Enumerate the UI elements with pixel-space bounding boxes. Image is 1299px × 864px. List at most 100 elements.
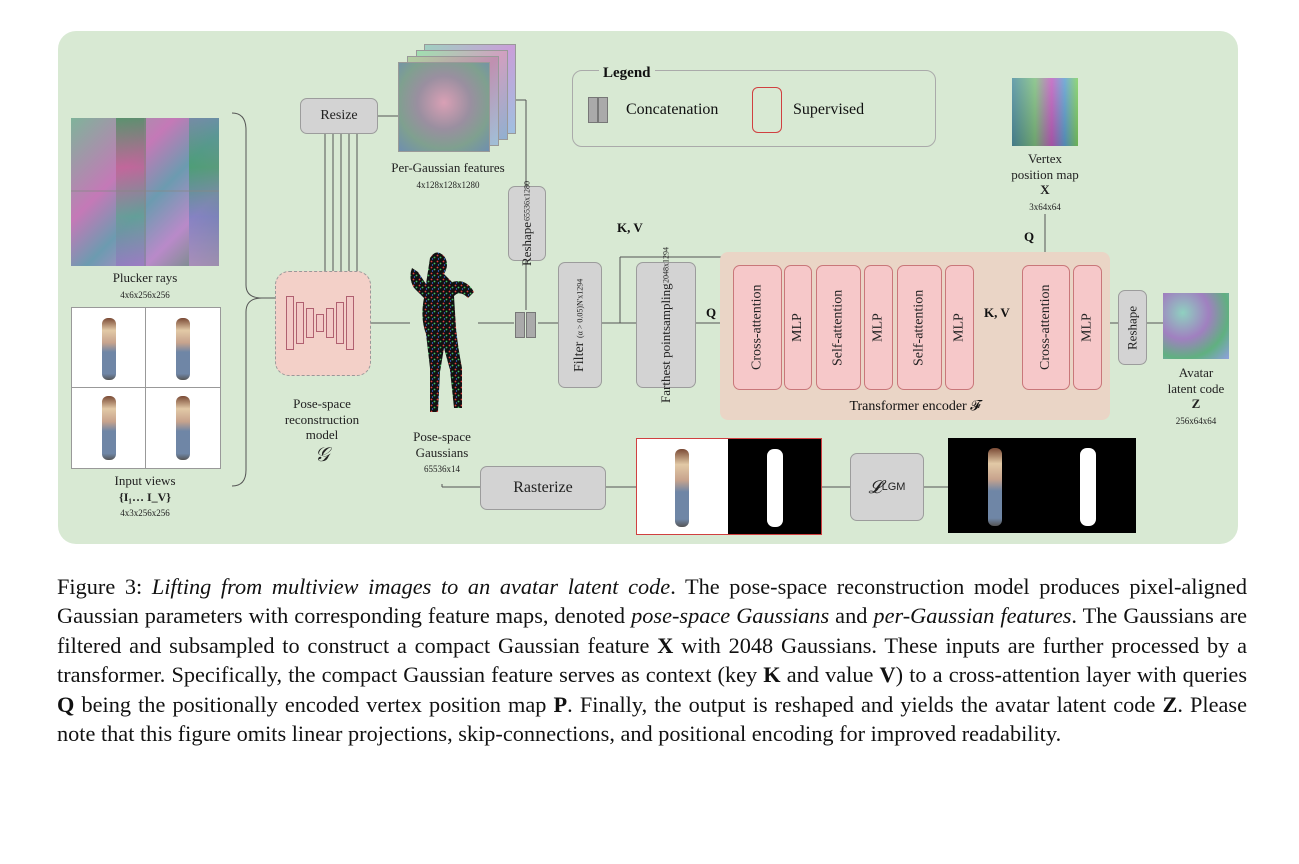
block-4-label: MLP	[870, 313, 886, 342]
recon-model-box	[275, 271, 371, 376]
block-3-label: Self-attention	[830, 289, 846, 366]
caption-t1: . The pose-space reconstruction model pr…	[57, 574, 1248, 629]
caption-fig: Figure 3:	[57, 574, 143, 599]
mlp-1: MLP	[784, 265, 812, 390]
resize-label: Resize	[320, 108, 358, 123]
caption-t9: . Please note that this figure omits lin…	[57, 691, 1247, 747]
caption-em2: per-Gaussian features	[873, 603, 1072, 629]
concat-symbol	[515, 312, 525, 338]
filter-cond: (α > 0.05)	[575, 305, 585, 338]
gt-rgb	[988, 448, 1002, 526]
avatar-latent-image	[1163, 293, 1229, 359]
recon-model-l2: reconstruction	[284, 411, 360, 427]
reshape-1-label: Reshape	[519, 221, 534, 266]
plucker-rays-dims: 4x6x256x256	[120, 289, 170, 300]
rendered-rgb	[675, 449, 689, 527]
input-views-title: Input views	[114, 473, 176, 488]
gt-mask	[1080, 448, 1096, 526]
plucker-rays-label: Plucker rays 4x6x256x256	[71, 270, 219, 301]
legend-concat-label: Concatenation	[626, 101, 719, 118]
ground-truth-image	[948, 438, 1136, 533]
per-gaussian-features-image	[398, 62, 490, 152]
caption-b6: Z	[1162, 691, 1178, 717]
loss-symbol: 𝓛	[868, 476, 882, 497]
mlp-2: MLP	[864, 265, 893, 390]
vertex-map-l2: position map	[1011, 166, 1079, 182]
caption-b4: Q	[57, 691, 75, 717]
avatar-symbol: Z	[1191, 396, 1201, 412]
avatar-dims: 256x64x64	[1175, 415, 1217, 426]
input-views-dims: 4x3x256x256	[120, 508, 170, 519]
plucker-rays-image	[71, 118, 219, 266]
block-2-label: MLP	[790, 313, 805, 342]
pose-gaussians-l1: Pose-space	[413, 429, 471, 444]
unet-layer	[346, 296, 354, 350]
loss-sub: LGM	[881, 481, 906, 493]
caption-t6: ) to a cross-attention layer with querie…	[895, 662, 1247, 688]
q-left-label: Q	[706, 305, 717, 320]
input-views-label: Input views{I₁… I_V} 4x3x256x256	[71, 473, 219, 520]
filter-box: Filter (α > 0.05) N'x1294	[558, 262, 602, 388]
block-5-label: Self-attention	[911, 289, 927, 366]
rasterize-box: Rasterize	[480, 466, 606, 510]
fps-dims: 2048x1294	[661, 247, 671, 284]
reshape-box-1: Reshape 65536x1280	[508, 181, 546, 266]
caption-t3: . The Gaussians are filtered and subsamp…	[57, 603, 1248, 658]
caption-t2: and	[829, 603, 874, 629]
reshape-box-2: Reshape	[1118, 290, 1147, 365]
concat-symbol-2	[526, 312, 536, 338]
legend-title: Legend	[599, 65, 655, 82]
fps-l2: sampling	[658, 283, 673, 331]
caption-t8: . Finally, the output is reshaped and yi…	[567, 691, 1163, 717]
caption-b5: P	[553, 691, 568, 717]
reshape-1-dims: 65536x1280	[522, 181, 532, 222]
plucker-rays-title: Plucker rays	[112, 270, 178, 285]
recon-model-symbol: 𝒢	[314, 443, 330, 466]
mlp-3: MLP	[945, 265, 974, 390]
fps-box: Farthest point sampling 2048x1294	[636, 247, 696, 403]
block-6-label: MLP	[951, 313, 967, 342]
caption-b1: X	[657, 632, 674, 658]
pose-gaussians-dims: 65536x14	[424, 464, 460, 475]
kv-top-label: K, V	[617, 220, 643, 235]
unet-layer	[306, 308, 314, 338]
rasterize-label: Rasterize	[513, 479, 573, 496]
per-gaussian-title: Per-Gaussian features	[391, 160, 505, 175]
per-gaussian-label: Per-Gaussian features 4x128x128x1280	[378, 160, 518, 191]
per-gaussian-dims: 4x128x128x1280	[416, 179, 480, 190]
unet-layer	[296, 302, 304, 344]
cross-attention-2: Cross-attention	[1022, 265, 1070, 390]
recon-model-l3: model	[305, 427, 339, 443]
caption-b2: K	[763, 662, 781, 688]
kv-mid-label: K, V	[984, 305, 1010, 320]
reshape-2-label: Reshape	[1124, 305, 1140, 350]
legend-supervised-label: Supervised	[793, 101, 865, 118]
pose-gaussians-l2: Gaussians	[415, 444, 469, 460]
vertex-map-symbol: X	[1040, 182, 1050, 198]
concat-icon-2	[598, 97, 608, 123]
input-views-set: {I₁… I_V}	[118, 489, 172, 504]
q-top-label: Q	[1024, 229, 1035, 244]
vertex-map-dims: 3x64x64	[1029, 201, 1061, 212]
caption-t5: and value	[780, 662, 880, 688]
caption-title: Lifting from multiview images to an avat…	[151, 574, 671, 599]
unet-layer	[316, 314, 324, 332]
recon-model-l1: Pose-space	[293, 396, 351, 411]
pose-gaussians-image	[410, 252, 474, 412]
unet-layer	[286, 296, 294, 350]
fps-l1: Farthest point	[658, 330, 673, 403]
caption-em1: pose-space Gaussians	[631, 603, 830, 629]
block-8-label: MLP	[1079, 313, 1095, 342]
avatar-l1: Avatar	[1178, 365, 1214, 380]
rendered-mask	[767, 449, 783, 527]
caption-t7: being the positionally encoded vertex po…	[74, 691, 554, 717]
caption-b3: V	[879, 662, 896, 688]
vertex-map-l1: Vertex	[1028, 151, 1062, 166]
transformer-label: Transformer encoder 𝓕	[849, 399, 981, 414]
rendered-output	[636, 438, 822, 535]
